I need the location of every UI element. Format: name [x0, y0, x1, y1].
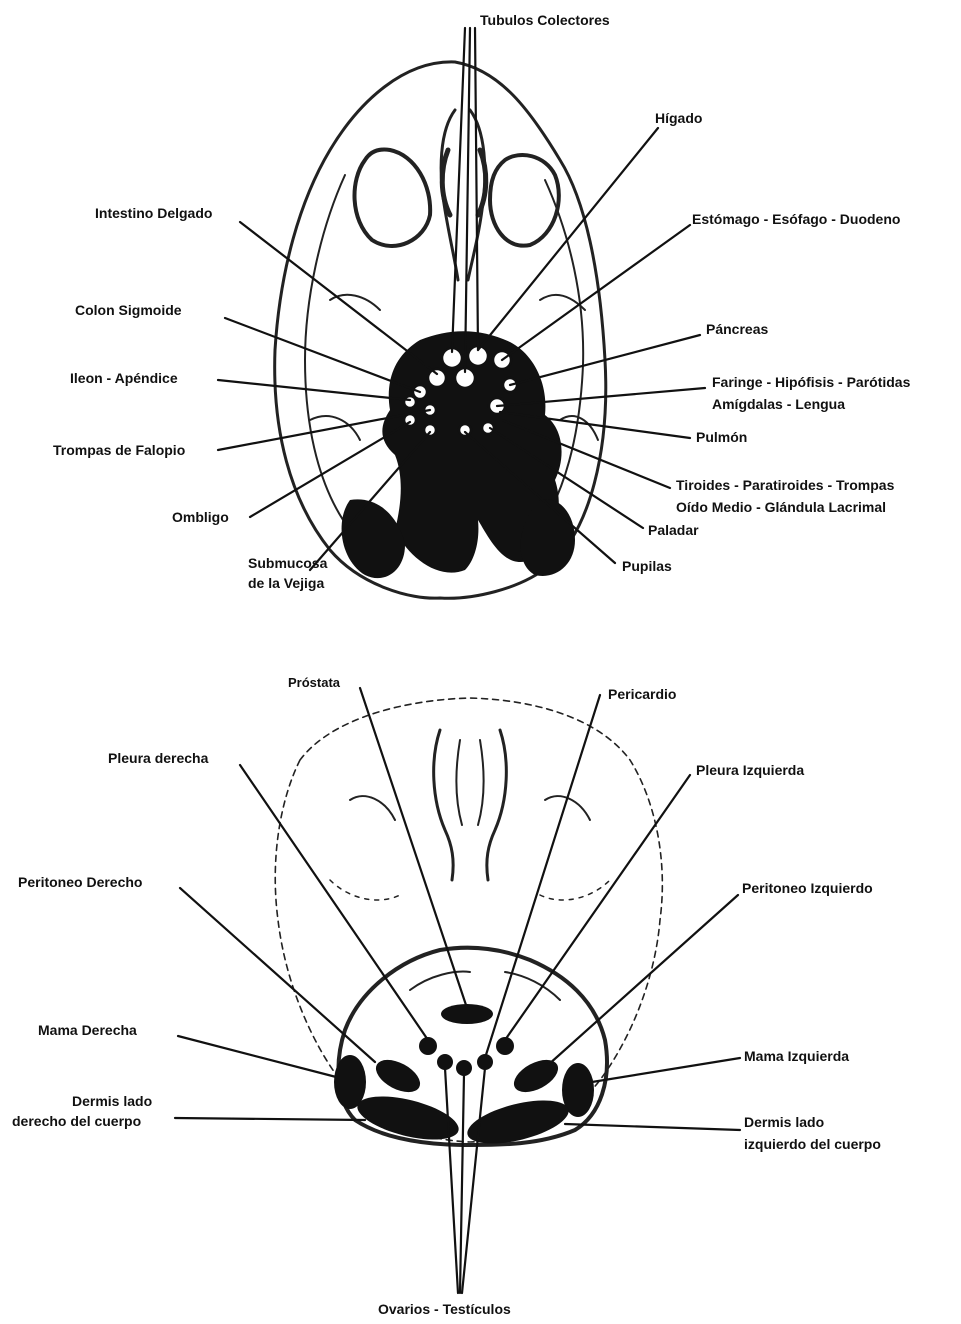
label-faringe-line1: Faringe - Hipófisis - Parótidas: [712, 374, 911, 390]
label-paladar: Paladar: [648, 522, 699, 538]
label-pancreas: Páncreas: [706, 321, 768, 337]
label-mama-derecha: Mama Derecha: [38, 1022, 137, 1038]
label-ileon-apendice: Ileon - Apéndice: [70, 370, 178, 386]
labels-bottom: Próstata Pericardio Pleura derecha Pleur…: [12, 675, 881, 1317]
leader-dermis-derecho: [175, 1118, 365, 1120]
leader-colon: [225, 318, 420, 392]
leader-peritoneo-izquierdo: [548, 895, 738, 1065]
head-section-illustration-top: [275, 62, 606, 598]
point-submucosa: [459, 424, 471, 436]
leader-ovarios-3: [462, 1068, 485, 1293]
label-submucosa-line2: de la Vejiga: [248, 575, 324, 591]
label-trompas-falopio: Trompas de Falopio: [53, 442, 185, 458]
label-dermis-izquierdo-line2: izquierdo del cuerpo: [744, 1136, 881, 1152]
bottom-panel: Próstata Pericardio Pleura derecha Pleur…: [12, 675, 881, 1317]
label-intestino-delgado: Intestino Delgado: [95, 205, 212, 221]
label-pericardio: Pericardio: [608, 686, 676, 702]
leader-ombligo: [250, 422, 410, 517]
leader-pericardio: [485, 695, 600, 1058]
label-faringe-line2: Amígdalas - Lengua: [712, 396, 845, 412]
label-peritoneo-izquierdo: Peritoneo Izquierdo: [742, 880, 873, 896]
label-dermis-derecho-line1: Dermis lado: [72, 1093, 152, 1109]
head-section-illustration-bottom: [275, 698, 662, 1145]
label-pulmon: Pulmón: [696, 429, 747, 445]
label-ombligo: Ombligo: [172, 509, 229, 525]
label-mama-izquierda: Mama Izquierda: [744, 1048, 849, 1064]
leader-ovarios-2: [460, 1074, 464, 1293]
label-colon-sigmoide: Colon Sigmoide: [75, 302, 182, 318]
point-paladar: [424, 424, 436, 436]
leader-tubulos-1: [452, 28, 465, 352]
point-ileon: [404, 396, 416, 408]
point-pupilas: [482, 422, 494, 434]
label-peritoneo-derecho: Peritoneo Derecho: [18, 874, 142, 890]
leader-lines-bottom: [175, 688, 740, 1293]
label-ovarios-testiculos: Ovarios - Testículos: [378, 1301, 511, 1317]
leader-ovarios-1: [445, 1068, 458, 1293]
label-estomago: Estómago - Esófago - Duodeno: [692, 211, 900, 227]
label-submucosa-line1: Submucosa: [248, 555, 328, 571]
leader-tubulos-2: [465, 28, 470, 372]
label-pleura-izquierda: Pleura Izquierda: [696, 762, 804, 778]
leader-mama-izquierda: [592, 1058, 740, 1082]
point-intestino-delgado: [428, 369, 446, 387]
label-higado: Hígado: [655, 110, 702, 126]
label-tiroides-line2: Oído Medio - Glándula Lacrimal: [676, 499, 886, 515]
marker-mama-derecha-inner: [371, 1053, 426, 1098]
label-dermis-izquierdo-line1: Dermis lado: [744, 1114, 824, 1130]
label-tiroides-line1: Tiroides - Paratiroides - Trompas: [676, 477, 895, 493]
top-panel: Tubulos Colectores Hígado Intestino Delg…: [53, 12, 911, 598]
label-pleura-derecha: Pleura derecha: [108, 750, 209, 766]
leader-dermis-izquierdo: [565, 1124, 740, 1130]
leader-ileon: [218, 380, 410, 400]
label-tubulos-colectores: Tubulos Colectores: [480, 12, 610, 28]
label-pupilas: Pupilas: [622, 558, 672, 574]
label-dermis-derecho-line2: derecho del cuerpo: [12, 1113, 141, 1129]
label-prostata: Próstata: [288, 675, 341, 690]
leader-tubulos-3: [475, 28, 478, 350]
